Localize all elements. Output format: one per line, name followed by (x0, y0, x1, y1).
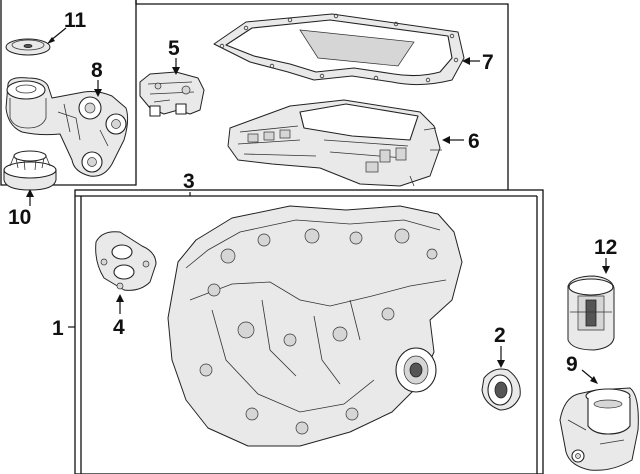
main-frame (74, 189, 544, 474)
oil-seal-part[interactable] (481, 368, 521, 411)
transaxle-case-part[interactable] (167, 205, 463, 447)
callout-7: 7 (482, 51, 494, 74)
mount-insulator-part[interactable] (567, 275, 615, 351)
callout-3: 3 (183, 170, 195, 193)
callout-labels: 11 8 10 5 7 6 3 1 4 2 12 9 (8, 9, 617, 376)
insulator-part[interactable] (3, 150, 57, 191)
callout-10: 10 (8, 206, 31, 229)
rear-mount-part[interactable] (559, 387, 639, 471)
mount-bracket-part[interactable] (5, 77, 129, 177)
callout-2: 2 (494, 324, 506, 347)
sensor-bracket-part[interactable] (139, 71, 205, 117)
callout-4: 4 (113, 316, 125, 339)
callout-8: 8 (91, 59, 103, 82)
callout-6: 6 (468, 130, 480, 153)
callout-9: 9 (566, 353, 578, 376)
oil-pan-part[interactable] (213, 13, 465, 86)
washer-part[interactable] (5, 38, 51, 56)
callout-5: 5 (168, 37, 180, 60)
callout-1: 1 (52, 317, 64, 340)
leader-lines (26, 27, 610, 384)
top-left-frame (0, 0, 137, 186)
callout-11: 11 (64, 9, 87, 32)
top-right-frame (135, 0, 509, 190)
valve-body-part[interactable] (227, 99, 442, 187)
gasket-plate-part[interactable] (95, 231, 157, 291)
callout-12: 12 (594, 236, 617, 259)
